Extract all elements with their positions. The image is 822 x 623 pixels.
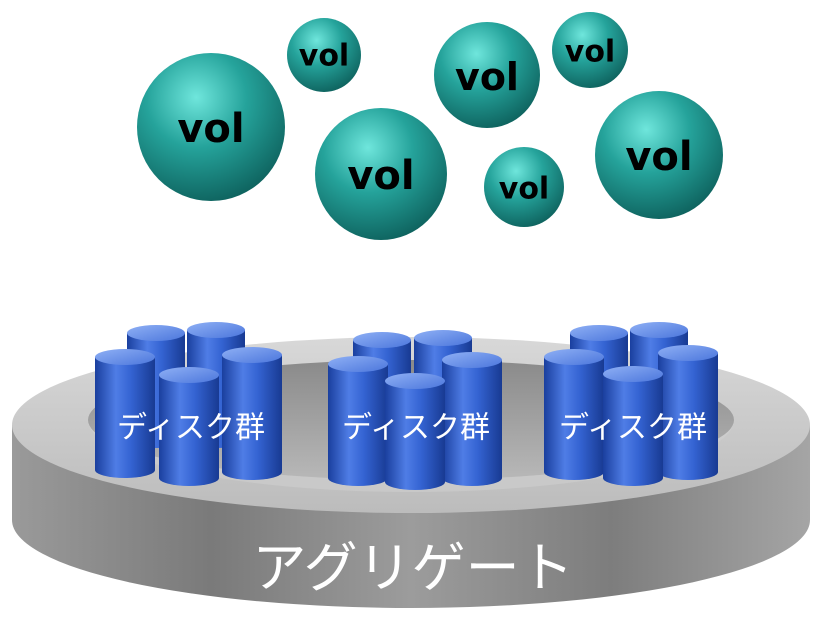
- disk-cylinder: [658, 345, 718, 480]
- volume-sphere: [315, 108, 447, 240]
- volume-1: vol: [137, 53, 285, 201]
- volume-sphere: [434, 22, 540, 128]
- disk-cylinder: [385, 373, 445, 490]
- aggregate-label: アグリゲート: [252, 537, 573, 600]
- volume-sphere: [552, 12, 628, 88]
- disk-group-2: ディスク群: [328, 330, 502, 490]
- disk-cylinder: [442, 352, 502, 486]
- volume-label: vol: [499, 172, 549, 207]
- volume-label: vol: [455, 55, 519, 99]
- disk-group-label: ディスク群: [559, 411, 707, 446]
- disk-group-label: ディスク群: [117, 411, 265, 446]
- volume-sphere: [137, 53, 285, 201]
- volume-4: vol: [552, 12, 628, 88]
- disk-cylinder: [95, 349, 155, 478]
- volume-2: vol: [287, 18, 361, 92]
- volume-6: vol: [484, 147, 564, 227]
- volume-label: vol: [177, 106, 244, 152]
- disk-group-3: ディスク群: [544, 322, 718, 486]
- disk-groups: ディスク群 ディスク群: [95, 322, 718, 490]
- volume-5: vol: [315, 108, 447, 240]
- disk-cylinder: [544, 349, 604, 480]
- volume-7: vol: [595, 91, 723, 219]
- disk-cylinder: [328, 356, 388, 486]
- disk-cylinder: [603, 366, 663, 486]
- disk-group-label: ディスク群: [342, 411, 490, 446]
- volume-label: vol: [347, 153, 414, 199]
- volume-sphere: [484, 147, 564, 227]
- volumes: vol vol vol vol vol vol vol: [137, 12, 723, 240]
- volume-sphere: [595, 91, 723, 219]
- volume-label: vol: [299, 39, 349, 74]
- volume-sphere: [287, 18, 361, 92]
- disk-cylinder: [222, 347, 282, 480]
- volume-3: vol: [434, 22, 540, 128]
- volume-label: vol: [565, 35, 615, 70]
- volume-label: vol: [625, 134, 692, 180]
- disk-group-1: ディスク群: [95, 322, 282, 486]
- disk-cylinder: [159, 367, 219, 486]
